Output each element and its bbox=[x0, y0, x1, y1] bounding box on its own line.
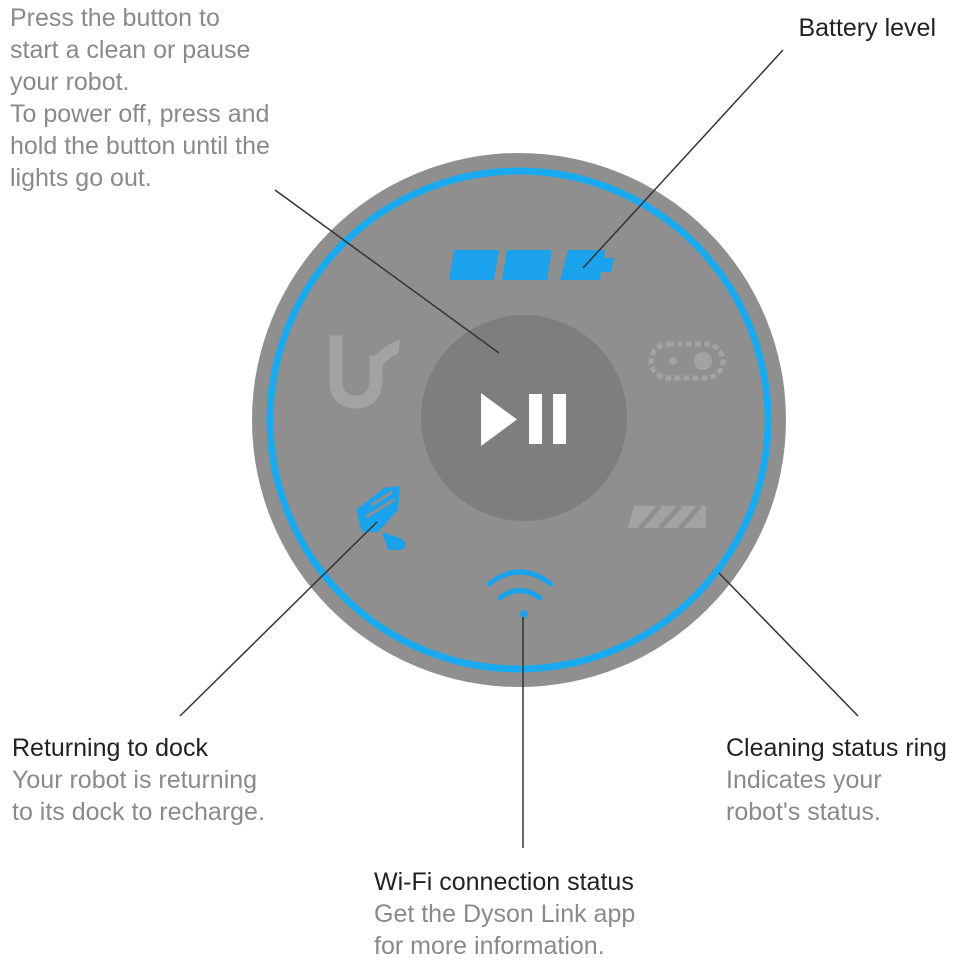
power-annotation-line: To power off, press and bbox=[10, 100, 270, 128]
wifi-annotation-line: Get the Dyson Link app bbox=[374, 900, 636, 928]
ring-annotation-line: robot's status. bbox=[726, 798, 881, 826]
battery-level-indicator bbox=[449, 250, 614, 280]
play-pause-icon bbox=[481, 393, 566, 446]
power-button-annotation: Press the button to start a clean or pau… bbox=[10, 2, 270, 194]
power-annotation-line: Press the button to bbox=[10, 4, 220, 32]
battery-segment-3-icon bbox=[560, 250, 614, 280]
power-leader-line bbox=[274, 189, 500, 354]
dock-annotation-line: to its dock to recharge. bbox=[12, 798, 265, 826]
cleaning-status-ring bbox=[266, 167, 772, 673]
bin-pipe-icon bbox=[329, 335, 400, 409]
brush-bar-icon bbox=[648, 341, 726, 381]
battery-level-annotation: Battery level bbox=[798, 12, 936, 44]
power-button[interactable] bbox=[421, 315, 627, 521]
dock-icon bbox=[356, 486, 406, 550]
power-annotation-line: hold the button until the bbox=[10, 132, 270, 160]
battery-segment-1-icon bbox=[449, 250, 499, 280]
dock-leader-line bbox=[179, 521, 378, 717]
ring-leader-line bbox=[718, 572, 859, 717]
battery-annotation-title: Battery level bbox=[798, 14, 936, 42]
dock-annotation-title: Returning to dock bbox=[12, 734, 208, 762]
returning-to-dock-annotation: Returning to dock Your robot is returnin… bbox=[12, 732, 265, 828]
power-annotation-line: lights go out. bbox=[10, 164, 152, 192]
filter-icon bbox=[628, 504, 706, 530]
wifi-annotation-title: Wi-Fi connection status bbox=[374, 868, 634, 896]
power-annotation-line: start a clean or pause bbox=[10, 36, 251, 64]
cleaning-status-ring-annotation: Cleaning status ring Indicates your robo… bbox=[726, 732, 947, 828]
dock-annotation-line: Your robot is returning bbox=[12, 766, 258, 794]
battery-segment-2-icon bbox=[502, 250, 552, 280]
wifi-annotation-line: for more information. bbox=[374, 932, 605, 960]
wifi-status-annotation: Wi-Fi connection status Get the Dyson Li… bbox=[374, 866, 635, 962]
ring-annotation-title: Cleaning status ring bbox=[726, 734, 947, 762]
ring-annotation-line: Indicates your bbox=[726, 766, 882, 794]
power-annotation-line: your robot. bbox=[10, 68, 130, 96]
wifi-icon bbox=[486, 569, 554, 618]
battery-leader-line bbox=[582, 49, 784, 269]
